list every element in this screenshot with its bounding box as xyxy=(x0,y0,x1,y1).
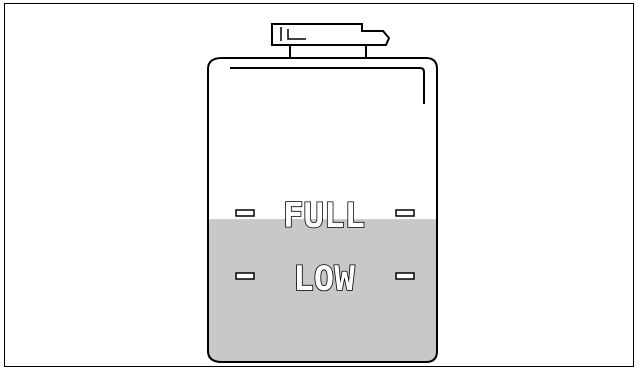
full-label: FULL xyxy=(283,196,365,236)
low-label: LOW xyxy=(293,259,355,299)
reservoir-cap xyxy=(272,24,389,45)
reservoir-neck xyxy=(290,45,366,58)
full-left-dash xyxy=(236,210,254,216)
full-right-dash xyxy=(396,210,414,216)
low-left-dash xyxy=(236,273,254,279)
low-right-dash xyxy=(396,273,414,279)
body-highlight xyxy=(230,68,424,104)
